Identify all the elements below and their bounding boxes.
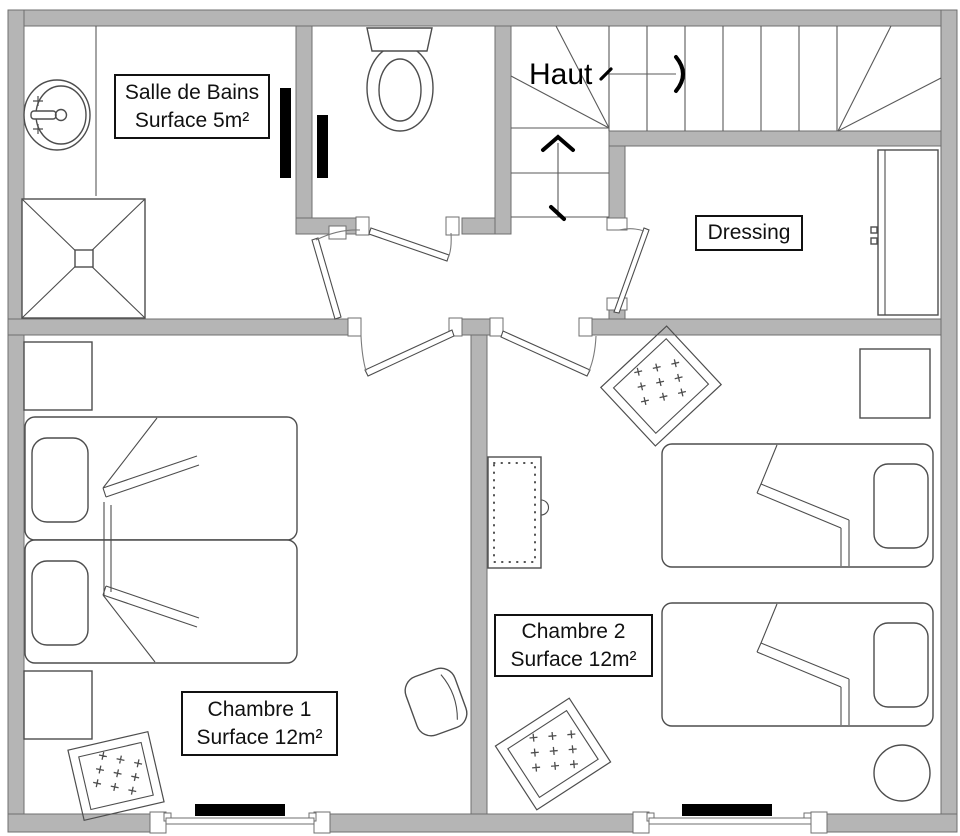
dressing-label: Dressing	[695, 215, 803, 251]
bedroom2-label: Chambre 2 Surface 12m²	[494, 614, 653, 677]
rug-bedroom2-top	[599, 325, 723, 447]
radiator-wc	[317, 115, 328, 178]
stairs-direction-arrow	[599, 55, 685, 93]
staircase	[510, 25, 942, 218]
wardrobe	[870, 149, 939, 316]
bathroom-door	[311, 229, 361, 320]
side-table-bedroom2	[859, 348, 931, 419]
nightstand-top	[23, 341, 93, 411]
radiator-bedroom1	[195, 804, 285, 816]
bathroom-sink	[23, 79, 91, 151]
stairs-label: Haut	[529, 58, 593, 91]
bedroom2-label-name: Chambre 2	[521, 619, 626, 643]
storage-chest	[487, 456, 549, 569]
bathroom-label-surface: Surface 5m²	[134, 108, 250, 132]
outer-walls	[7, 9, 958, 833]
radiator-bedroom2	[682, 804, 772, 816]
radiator-bathroom	[280, 88, 291, 178]
single-bed-2	[661, 602, 934, 727]
stairs-up-arrow	[541, 134, 575, 221]
dressing-label-name: Dressing	[707, 221, 791, 245]
rug-bedroom2-bottom	[494, 697, 612, 811]
bedroom2-door	[500, 330, 597, 377]
wc-door	[368, 227, 452, 262]
bathroom-label: Salle de Bains Surface 5m²	[114, 74, 270, 139]
bathroom-label-name: Salle de Bains	[124, 80, 260, 104]
single-bed-1	[661, 443, 934, 568]
chair-bedroom1	[404, 667, 468, 737]
double-bed	[24, 416, 298, 664]
bedroom1-label-surface: Surface 12m²	[196, 725, 323, 749]
shower	[21, 198, 146, 319]
rug-bedroom1	[67, 730, 165, 822]
bedroom1-label-name: Chambre 1	[207, 697, 312, 721]
stool	[873, 744, 931, 802]
window-bedroom2	[632, 811, 828, 834]
bedroom1-door	[360, 329, 455, 377]
bedroom1-label: Chambre 1 Surface 12m²	[181, 691, 338, 756]
window-bedroom1	[149, 811, 331, 834]
toilet	[366, 27, 434, 132]
dressing-door	[613, 227, 650, 314]
bedroom2-label-surface: Surface 12m²	[510, 647, 637, 671]
nightstand-bottom	[23, 670, 93, 740]
